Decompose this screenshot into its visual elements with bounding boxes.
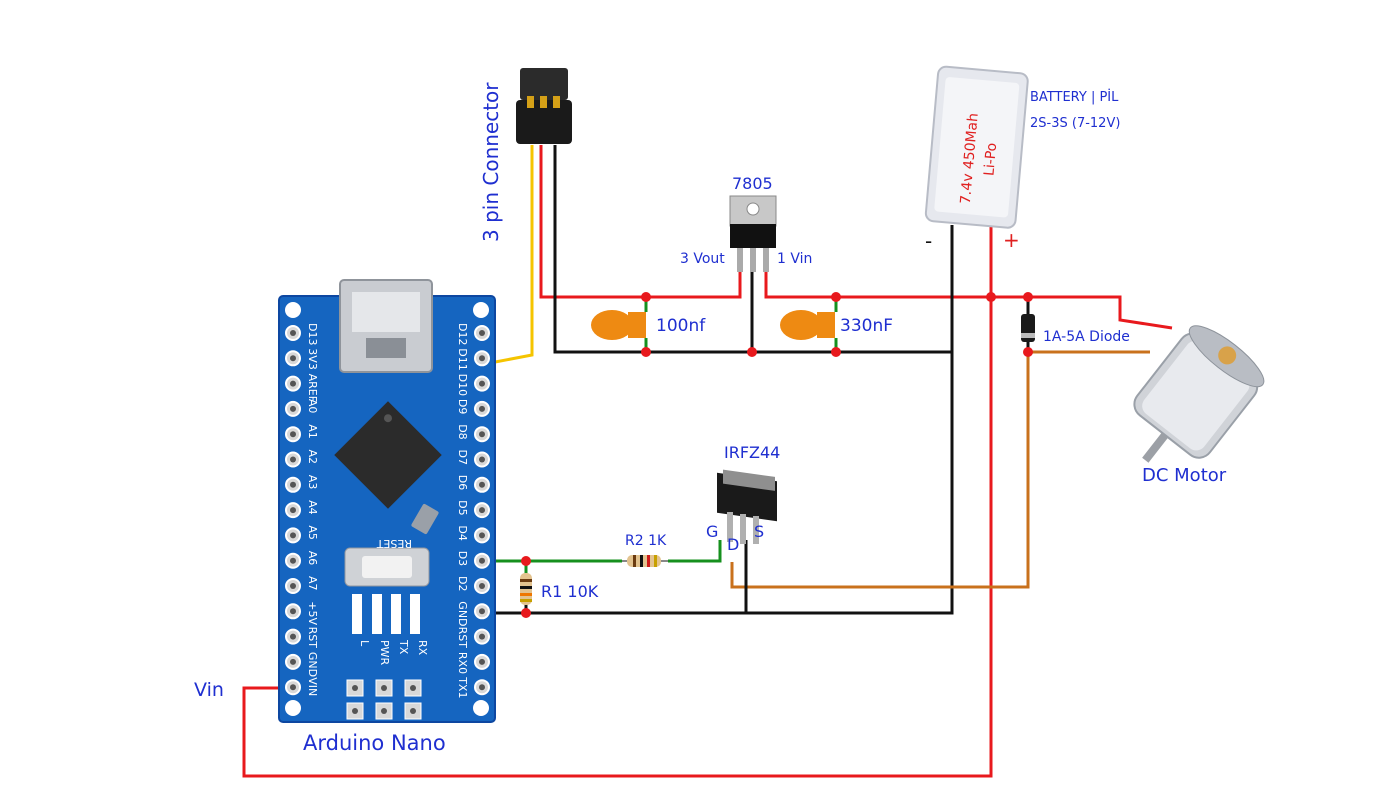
status-leds (352, 594, 420, 634)
capacitor-330nf (780, 310, 835, 340)
mosfet-label: IRFZ44 (724, 443, 780, 462)
wire-battery-pos (242, 225, 993, 778)
wire-gate-2 (668, 540, 722, 563)
resistor-r1 (520, 573, 532, 605)
capacitor-330nf-label: 330nF (840, 316, 893, 336)
lipo-battery: 7.4v 450Mah Li-Po (924, 65, 1029, 229)
pin-label-left: A7 (306, 576, 319, 591)
pin-label-right: D11 (456, 348, 469, 370)
regulator-vout-label: 3 Vout (680, 251, 725, 267)
pin-label-left: A4 (306, 500, 319, 515)
wire-connector-gnd (553, 145, 952, 354)
resistor-r2 (622, 555, 668, 567)
dc-motor (1133, 325, 1265, 463)
junction-dots (521, 292, 1033, 618)
pin-label-left: RST (306, 627, 319, 649)
regulator-vin-label: 1 Vin (777, 251, 812, 267)
battery-body-label: 7.4v 450Mah (958, 112, 982, 204)
mosfet-irfz44 (717, 469, 777, 544)
pin-label-left: A0 (306, 399, 319, 414)
reset-button[interactable] (344, 547, 430, 587)
wire-motor-drain (730, 350, 1150, 589)
three-pin-connector (516, 68, 572, 144)
arduino-nano-board: RESET L PWR TX RX D13 3V3AREFA0A1A2A3A4A5A6A… (278, 279, 496, 723)
pin-label-left: A2 (306, 450, 319, 465)
pin-label-right: D6 (456, 475, 469, 490)
motor-label: DC Motor (1142, 465, 1227, 486)
junction (521, 556, 531, 566)
pin-label-right: D4 (456, 525, 469, 540)
pin-label-left: GND (306, 652, 319, 677)
pin-label-left: D13 (306, 323, 319, 345)
regulator-7805 (729, 195, 777, 272)
junction (831, 292, 841, 302)
mosfet-drain-label: D (727, 535, 739, 554)
resistor-r1-label: R1 10K (541, 582, 599, 601)
junction (1023, 347, 1033, 357)
pin-label-left: VIN (306, 677, 319, 696)
pin-label-left: A1 (306, 424, 319, 439)
resistor-r2-label: R2 1K (625, 533, 667, 549)
led-label: PWR (378, 640, 391, 666)
pin-label-right: D7 (456, 450, 469, 465)
pin-label-left: AREF (306, 374, 319, 402)
pin-label-right: D3 (456, 551, 469, 566)
junction (831, 347, 841, 357)
led-label: RX (416, 640, 429, 656)
junction (521, 608, 531, 618)
wire-reg-vin (764, 270, 1173, 330)
pin-label-right: GND (456, 601, 469, 626)
capacitor-100nf (591, 310, 646, 340)
reset-label: RESET (376, 537, 412, 550)
vin-label: Vin (194, 679, 224, 701)
junction (986, 292, 996, 302)
diode-label: 1A-5A Diode (1043, 329, 1130, 345)
board-label: Arduino Nano (303, 731, 446, 755)
wire-connector-5v (539, 145, 742, 299)
pin-label-right: D5 (456, 500, 469, 515)
junction (641, 292, 651, 302)
wire-battery-neg (482, 225, 954, 615)
battery-spec: 2S-3S (7-12V) (1030, 116, 1120, 131)
junction (1023, 292, 1033, 302)
mosfet-source-label: S (754, 522, 764, 541)
junction (641, 347, 651, 357)
pin-label-right: D10 (456, 374, 469, 396)
led-label: TX (397, 639, 410, 655)
pin-label-left: 3V3 (306, 348, 319, 370)
battery-minus: - (925, 229, 932, 253)
battery-chem-label: Li-Po (981, 142, 1000, 177)
battery-plus: + (1003, 228, 1020, 252)
led-label: L (358, 640, 371, 647)
battery-title: BATTERY | PİL (1030, 89, 1119, 105)
pin-label-left: A6 (306, 551, 319, 566)
pin-label-right: RST (456, 627, 469, 649)
capacitor-100nf-label: 100nf (656, 316, 706, 336)
mosfet-gate-label: G (706, 522, 718, 541)
pin-label-right: TX1 (456, 676, 469, 698)
microcontroller-chip (334, 401, 442, 509)
pin-label-right: D2 (456, 576, 469, 591)
pin-label-right: RX0 (456, 652, 469, 674)
pin-label-left: A5 (306, 525, 319, 540)
pin-label-left: +5V (306, 601, 319, 625)
diode (1021, 314, 1035, 342)
connector-label: 3 pin Connector (479, 82, 503, 242)
pin-label-right: D12 (456, 323, 469, 345)
pin-label-right: D9 (456, 399, 469, 414)
pin-label-left: A3 (306, 475, 319, 490)
pin-label-right: D8 (456, 424, 469, 439)
junction (747, 347, 757, 357)
regulator-label: 7805 (732, 174, 773, 193)
